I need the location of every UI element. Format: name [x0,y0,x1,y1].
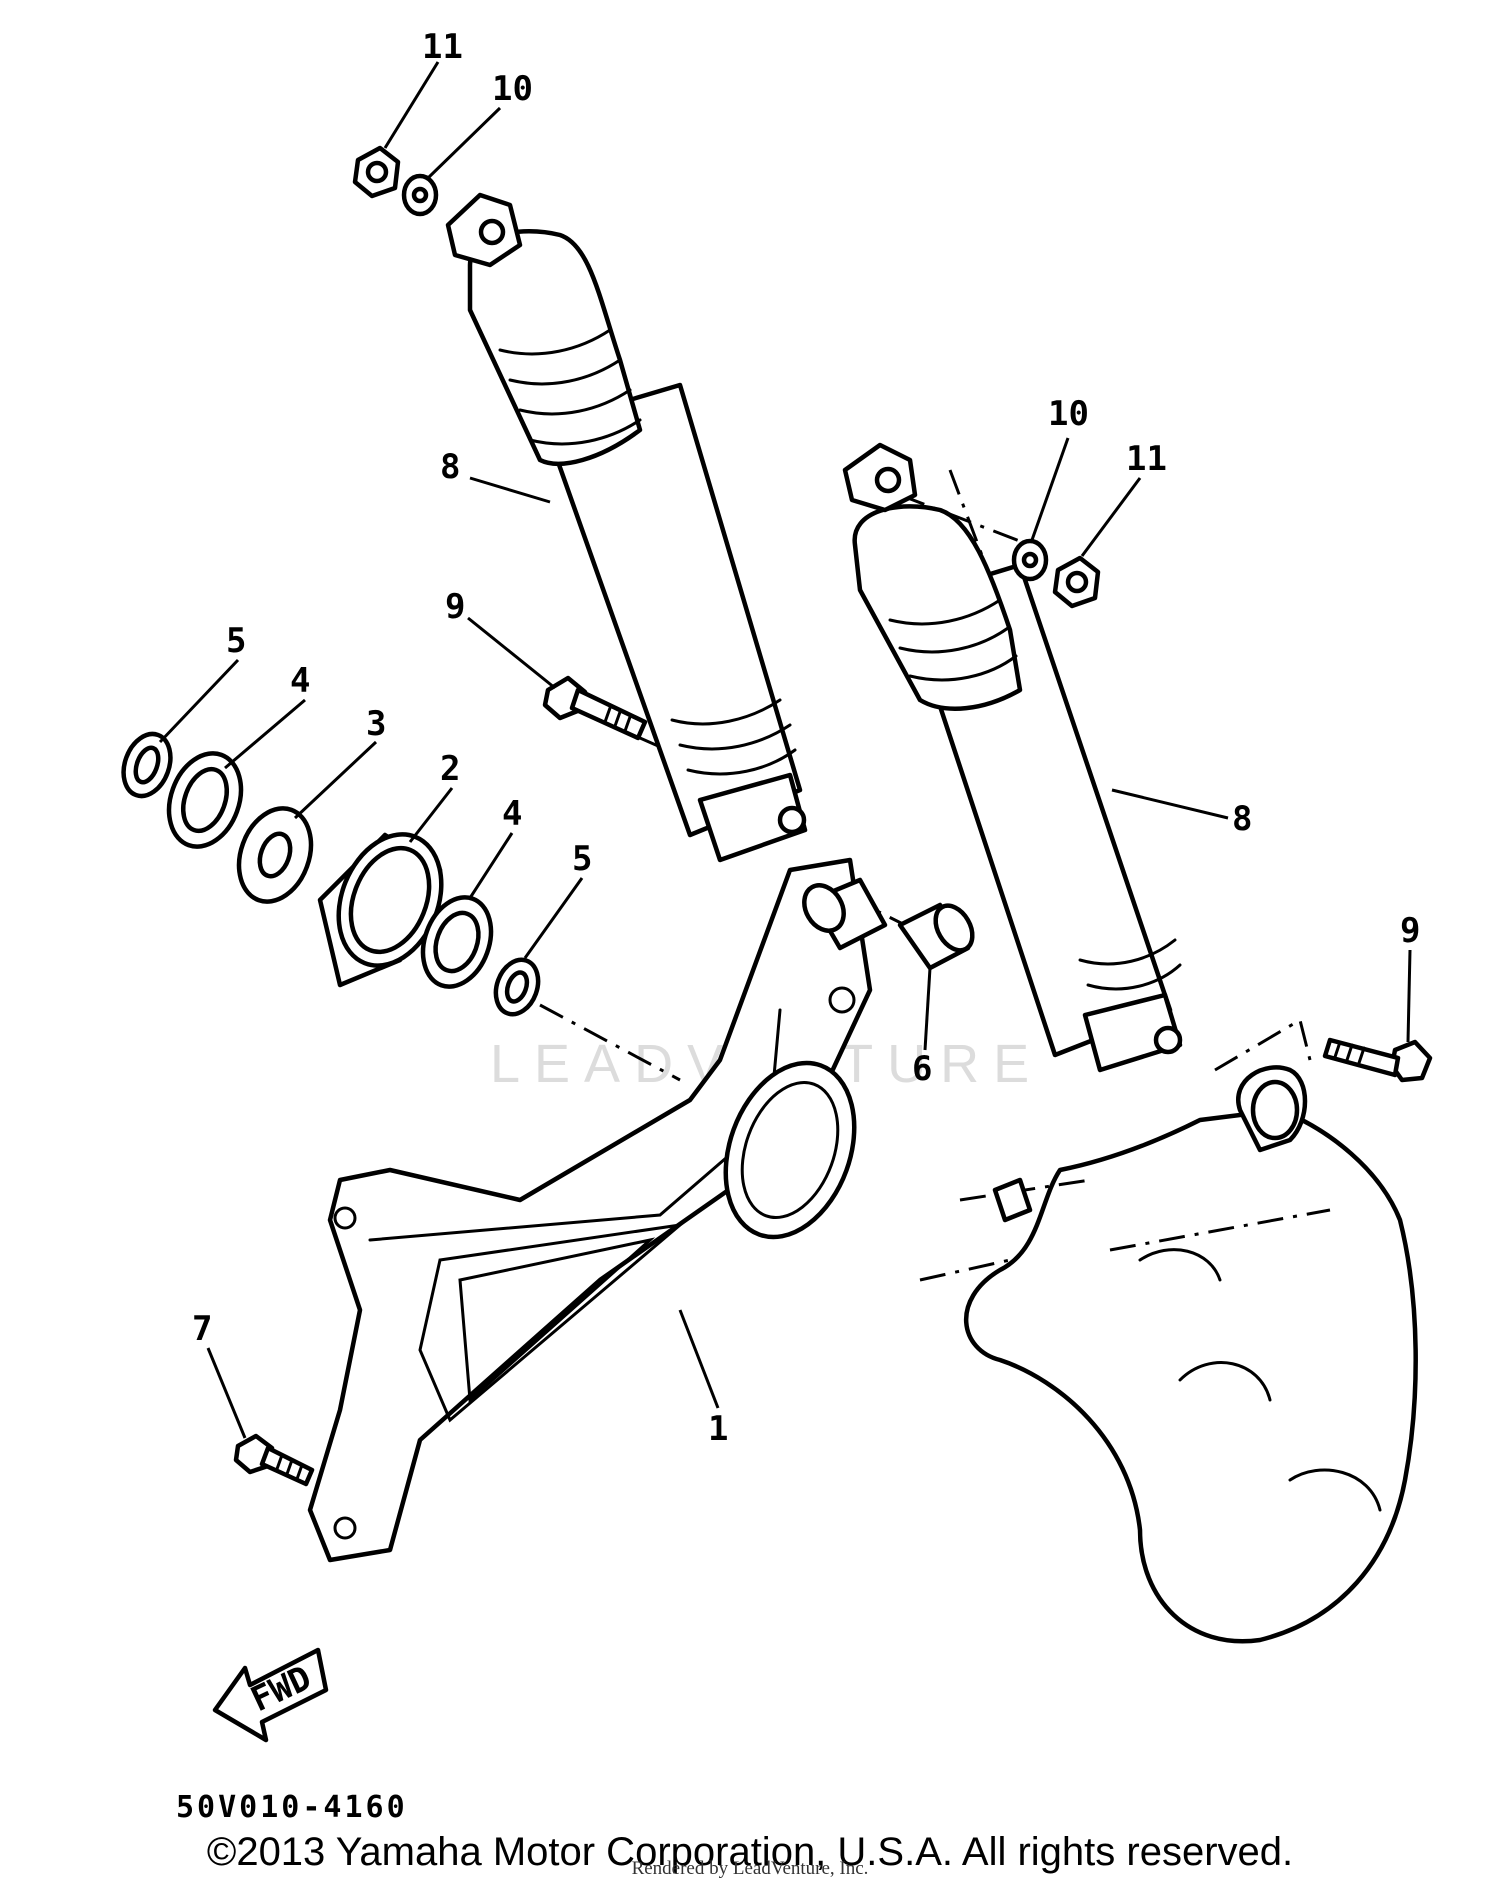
engine-case-outline [919,1065,1418,1644]
collar-part [897,902,975,971]
callout-4: 4 [290,661,310,701]
bracket-bolt [233,1433,315,1487]
callout-3: 3 [366,704,386,744]
bearing-stack [121,731,541,1017]
callout-5: 5 [572,839,592,879]
callout-6: 6 [912,1049,932,1089]
callout-8: 8 [440,447,460,487]
callout-2: 2 [440,749,460,789]
callout-7: 7 [192,1309,212,1349]
diagram-code: 50V010-4160 [176,1790,408,1825]
callout-8: 8 [1232,799,1252,839]
left-shock-absorber [445,192,808,863]
callout-5: 5 [226,621,246,661]
callout-11: 11 [422,27,463,67]
forward-direction-arrow: FWD [212,1647,329,1743]
rendered-by-credit: Rendered by LeadVenture, Inc. [631,1858,869,1879]
copyright-notice: ©2013 Yamaha Motor Corporation, U.S.A. A… [206,1830,1294,1874]
callout-9: 9 [445,587,465,627]
leader-lines [158,61,1412,1439]
top-hardware [352,145,1101,609]
callout-9: 9 [1400,911,1420,951]
callout-10: 10 [1048,394,1089,434]
callout-labels: 11 10 8 10 11 8 9 9 5 4 3 2 4 5 6 7 1 [192,27,1420,1449]
right-shock-absorber [842,442,1183,1073]
bracket-arm [307,857,888,1563]
callout-10: 10 [492,69,533,109]
callout-4: 4 [502,794,522,834]
callout-1: 1 [708,1409,728,1449]
callout-11: 11 [1126,439,1167,479]
